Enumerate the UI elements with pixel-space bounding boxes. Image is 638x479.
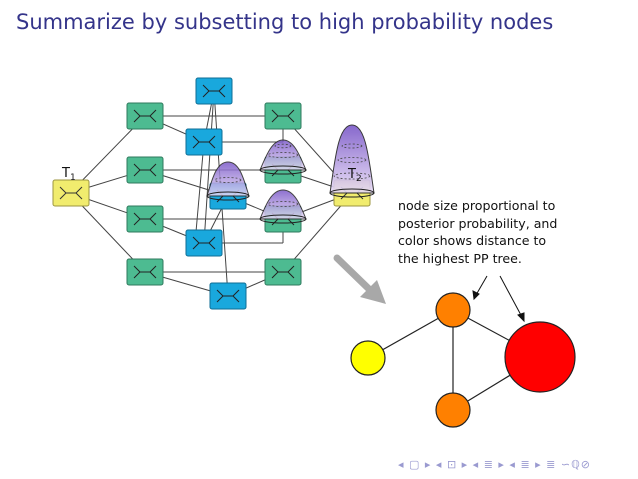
tree-node-blue [209,282,247,310]
tree-node-green [264,102,302,130]
summary-node-red [504,321,576,393]
tree-graph-nodes [52,77,371,310]
slide-title: Summarize by subsetting to high probabil… [16,10,554,34]
tree-node-blue [185,128,223,156]
tree-label-t2: T2 [347,167,362,184]
tree-node-green [126,205,164,233]
tree-node-t1 [52,179,90,207]
probability-cone [206,161,250,201]
summary-node-orange-top [435,292,471,328]
annotation-arrows [472,275,525,323]
tree-node-green [126,102,164,130]
beamer-navigation-bar[interactable]: ◂ ▢ ▸ ◂ ⊡ ▸ ◂ ≣ ▸ ◂ ≣ ▸ ≣ ∽ℚ⊘ [398,458,591,471]
annotation-text: node size proportional to posterior prob… [398,197,608,267]
summary-node-yellow [350,340,386,376]
probability-cone [259,189,307,224]
big-arrow-icon [333,254,386,304]
tree-node-green [126,258,164,286]
summary-graph [350,292,576,428]
tree-node-blue [195,77,233,105]
tree-node-green [126,156,164,184]
annotation-line: posterior probability, and [398,215,558,231]
tree-node-green [264,258,302,286]
annotation-line: node size proportional to [398,198,556,213]
tree-node-blue [185,229,223,257]
probability-cones [206,124,375,224]
summary-node-orange-bottom [435,392,471,428]
probability-cone [259,139,307,175]
probability-cone-t2 [329,124,375,198]
annotation-line: color shows distance to [398,233,547,248]
annotation-line: the highest PP tree. [398,250,522,266]
tree-label-t1: T1 [61,166,76,183]
